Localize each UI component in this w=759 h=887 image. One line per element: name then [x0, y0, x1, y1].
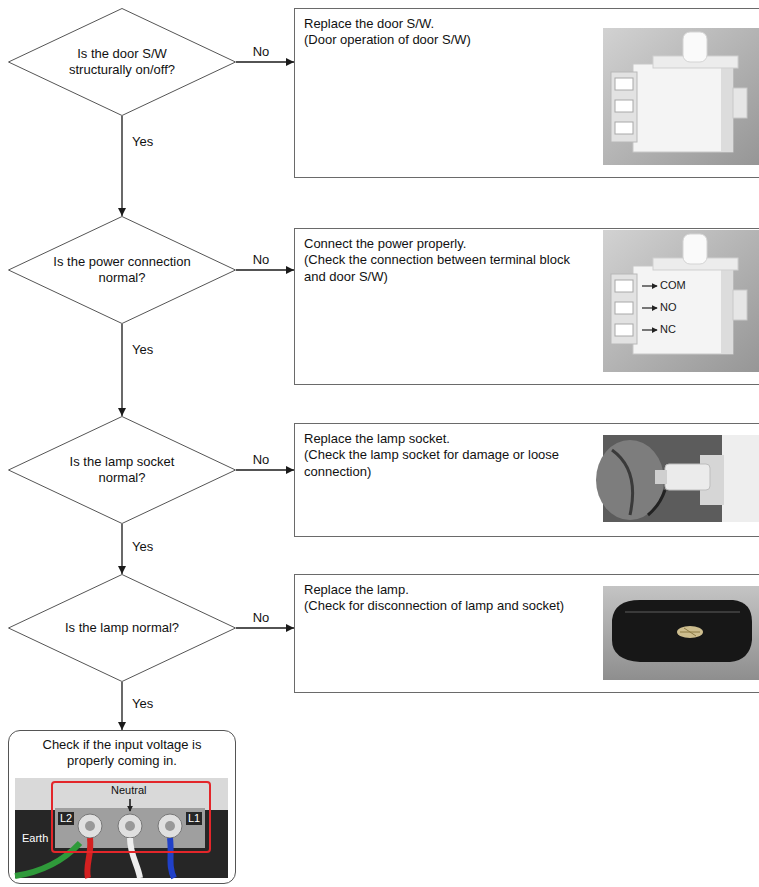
terminal-block-photo — [15, 778, 228, 878]
diamond-shape — [9, 575, 236, 682]
action-detail: (Door operation of door S/W) — [304, 32, 579, 48]
terminal-name: L2 — [58, 812, 74, 825]
branch-label: Yes — [130, 342, 155, 357]
flow-arrow — [236, 269, 294, 270]
action-heading: Replace the door S/W. — [304, 16, 579, 32]
text-holder: Replace the lamp.(Check for disconnectio… — [304, 582, 579, 615]
flow-arrow — [121, 324, 122, 416]
branch-label: Yes — [130, 134, 155, 149]
text-holder: Is the power connection normal? — [52, 254, 192, 287]
text-holder: Is the lamp socket normal? — [52, 454, 192, 487]
leader-arrow — [129, 799, 131, 811]
decision-diamond: Is the door S/W structurally on/off? — [8, 8, 236, 116]
terminal-name: L1 — [186, 812, 202, 825]
leader-arrow — [642, 285, 657, 286]
branch-label: Yes — [130, 539, 155, 554]
door-switch-photo — [603, 28, 759, 165]
leader-arrow — [642, 307, 657, 308]
lamp-socket-photo — [596, 435, 759, 522]
action-heading: Replace the lamp. — [304, 582, 579, 598]
text-holder: Replace the door S/W.(Door operation of … — [304, 16, 579, 49]
decision-diamond: Is the lamp normal? — [8, 574, 236, 682]
question-text: Is the power connection normal? — [52, 254, 192, 287]
action-box: Replace the lamp.(Check for disconnectio… — [294, 574, 759, 693]
text-holder: Replace the lamp socket.(Check the lamp … — [304, 431, 579, 480]
highlight-frame — [52, 782, 210, 852]
leader-arrow — [642, 329, 657, 330]
action-detail: (Check the lamp socket for damage or loo… — [304, 447, 579, 480]
pin-name: NC — [660, 323, 676, 336]
action-detail: (Check the connection between terminal b… — [304, 252, 579, 285]
question-text: Is the lamp socket normal? — [52, 454, 192, 487]
decision-diamond: Is the lamp socket normal? — [8, 416, 236, 524]
text-holder: Is the door S/W structurally on/off? — [52, 46, 192, 79]
branch-label: Yes — [130, 696, 155, 711]
decision-diamond: Is the power connection normal? — [8, 216, 236, 324]
action-detail: (Check for disconnection of lamp and soc… — [304, 598, 579, 614]
flow-arrow — [236, 627, 294, 628]
lamp-photo — [603, 586, 759, 680]
diamond-shape — [9, 417, 236, 524]
terminal-name: Earth — [20, 832, 50, 845]
action-box: Connect the power properly.(Check the co… — [294, 228, 759, 385]
pin-name: COM — [660, 279, 686, 292]
action-box: Replace the door S/W.(Door operation of … — [294, 8, 759, 178]
instruction-text: Check if the input voltage is properly c… — [24, 737, 220, 770]
branch-label: No — [251, 44, 272, 59]
question-text: Is the lamp normal? — [65, 620, 179, 636]
text-holder: Is the lamp normal? — [65, 620, 179, 636]
door-switch-terminal-photo — [603, 230, 759, 372]
text-holder: Connect the power properly.(Check the co… — [304, 236, 579, 285]
diamond-shape — [9, 9, 236, 116]
flow-arrow — [121, 116, 122, 216]
pin-name: NO — [660, 301, 677, 314]
question-text: Is the door S/W structurally on/off? — [52, 46, 192, 79]
flow-arrow — [236, 469, 294, 470]
text-holder: Check if the input voltage is properly c… — [24, 737, 220, 770]
end-box: Check if the input voltage is properly c… — [8, 730, 236, 884]
action-heading: Replace the lamp socket. — [304, 431, 579, 447]
branch-label: No — [251, 252, 272, 267]
diamond-shape — [9, 217, 236, 324]
branch-label: No — [251, 610, 272, 625]
branch-label: No — [251, 452, 272, 467]
flow-arrow — [121, 682, 122, 730]
flow-arrow — [236, 61, 294, 62]
flow-arrow — [121, 524, 122, 574]
action-box: Replace the lamp socket.(Check the lamp … — [294, 423, 759, 537]
terminal-name: Neutral — [111, 784, 146, 797]
action-heading: Connect the power properly. — [304, 236, 579, 252]
